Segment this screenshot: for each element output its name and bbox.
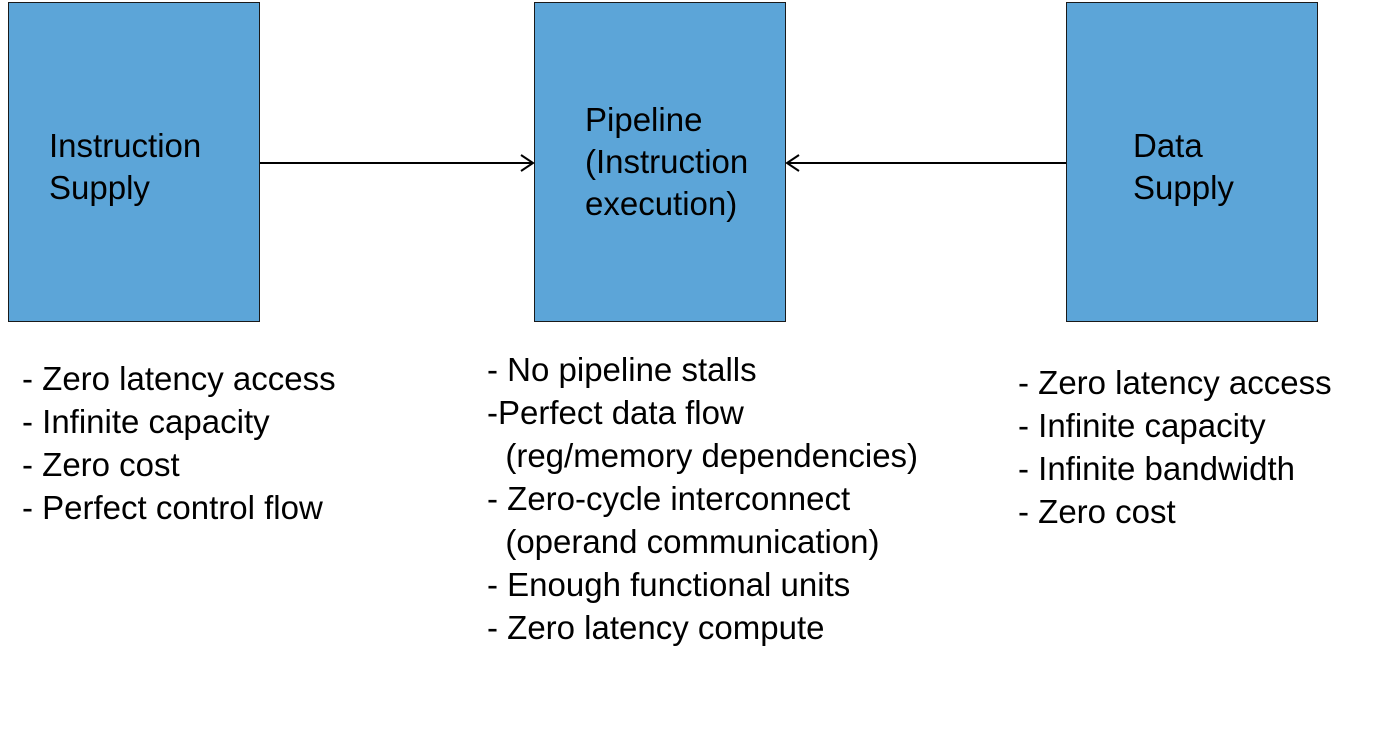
data-requirement-4: - Zero cost [1018, 493, 1176, 530]
pipeline-requirement-1: - No pipeline stalls [487, 351, 757, 388]
data-supply-label: Data Supply [1133, 125, 1234, 209]
pipeline-box: Pipeline (Instruction execution) [534, 2, 786, 322]
instruction-supply-requirements: - Zero latency access - Infinite capacit… [22, 357, 336, 529]
pipeline-requirement-3: - Zero-cycle interconnect [487, 480, 851, 517]
pipeline-label-line-1: Pipeline [585, 101, 703, 138]
pipeline-label: Pipeline (Instruction execution) [585, 99, 748, 225]
data-requirement-1: - Zero latency access [1018, 364, 1332, 401]
data-supply-box: Data Supply [1066, 2, 1318, 322]
arrow-data-to-pipeline-head [785, 154, 800, 172]
instruction-requirement-1: - Zero latency access [22, 360, 336, 397]
pipeline-requirement-2: -Perfect data flow [487, 394, 744, 431]
pipeline-requirement-5: - Zero latency compute [487, 609, 825, 646]
data-supply-label-line-1: Data [1133, 127, 1203, 164]
pipeline-label-line-2: (Instruction [585, 143, 749, 180]
instruction-requirement-2: - Infinite capacity [22, 403, 270, 440]
instruction-supply-label-line-2: Supply [49, 169, 150, 206]
pipeline-requirement-3-detail: (operand communication) [487, 523, 880, 560]
data-supply-label-line-2: Supply [1133, 169, 1234, 206]
pipeline-requirements: - No pipeline stalls -Perfect data flow … [487, 348, 918, 649]
arrow-instruction-to-pipeline [260, 154, 535, 172]
arrow-data-to-pipeline [785, 154, 1066, 172]
instruction-supply-box: Instruction Supply [8, 2, 260, 322]
data-supply-requirements: - Zero latency access - Infinite capacit… [1018, 361, 1332, 533]
instruction-supply-label-line-1: Instruction [49, 127, 202, 164]
instruction-supply-label: Instruction Supply [49, 125, 201, 209]
data-requirement-3: - Infinite bandwidth [1018, 450, 1296, 487]
arrow-instruction-to-pipeline-head [520, 154, 535, 172]
instruction-requirement-3: - Zero cost [22, 446, 180, 483]
data-requirement-2: - Infinite capacity [1018, 407, 1266, 444]
instruction-requirement-4: - Perfect control flow [22, 489, 323, 526]
pipeline-requirement-4: - Enough functional units [487, 566, 851, 603]
pipeline-requirement-2-detail: (reg/memory dependencies) [487, 437, 919, 474]
pipeline-label-line-3: execution) [585, 185, 738, 222]
